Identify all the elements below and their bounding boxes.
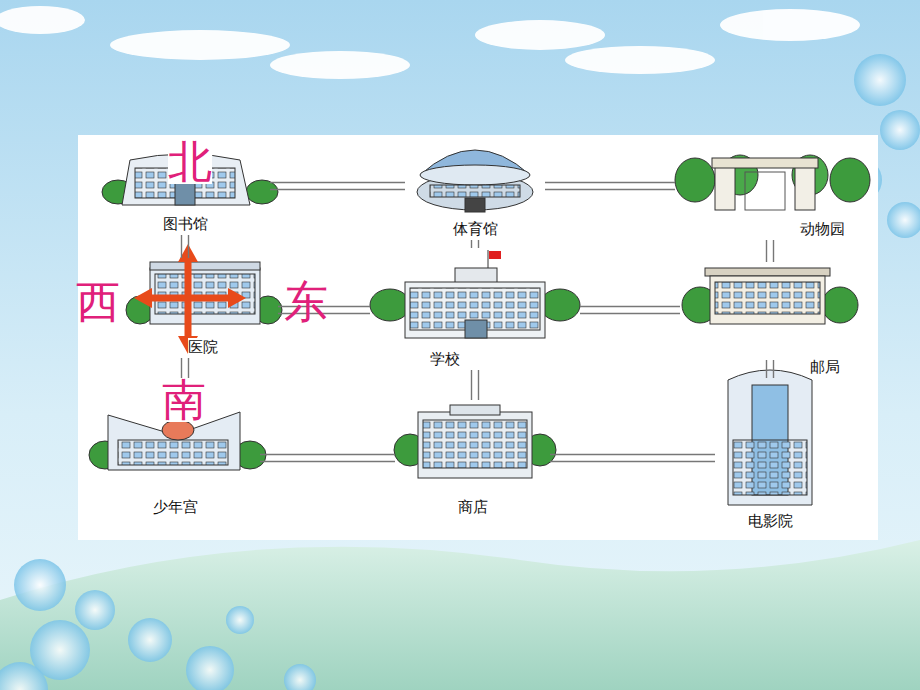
flower: [128, 618, 172, 662]
flower: [75, 590, 115, 630]
zoo-picture: [675, 155, 870, 210]
road-line: [580, 306, 680, 307]
road: [472, 370, 479, 400]
compass-label: 东: [284, 280, 328, 324]
compass-label: 西: [76, 280, 120, 324]
building-node: 动物园: [675, 145, 865, 240]
building-name: 少年宫: [153, 498, 198, 516]
road-line: [766, 360, 767, 378]
road-line: [580, 313, 680, 314]
building-name: 动物园: [800, 220, 845, 238]
road: [472, 240, 479, 248]
road: [767, 360, 774, 378]
road: [545, 183, 675, 190]
road-line: [550, 461, 715, 462]
compass-label: 北: [168, 140, 212, 184]
flower: [14, 559, 66, 611]
road-line: [550, 454, 715, 455]
road: [550, 455, 715, 462]
road-line: [773, 240, 774, 262]
hill: [0, 540, 920, 690]
road-line: [545, 182, 675, 183]
building-name: 电影院: [748, 512, 793, 530]
flower: [0, 662, 48, 690]
compass-label: 南: [162, 378, 206, 422]
building-node: 学校: [370, 248, 580, 370]
road-line: [471, 240, 472, 248]
flower: [284, 664, 316, 690]
road-line: [260, 461, 395, 462]
road-line: [766, 240, 767, 262]
flowers: [0, 54, 920, 690]
post-office-picture: [682, 268, 858, 324]
road: [767, 240, 774, 262]
road-line: [478, 370, 479, 400]
road-line: [181, 235, 182, 258]
road-line: [188, 235, 189, 258]
flower: [854, 54, 906, 106]
road: [270, 183, 405, 190]
flower: [887, 202, 920, 238]
road-line: [270, 182, 405, 183]
road: [580, 307, 680, 314]
school-picture: [370, 250, 580, 338]
building-name: 图书馆: [163, 215, 208, 233]
road-line: [545, 189, 675, 190]
gym-picture: [417, 150, 533, 212]
building-node: 体育馆: [405, 140, 545, 240]
flower: [880, 110, 920, 150]
clouds: [0, 6, 860, 79]
flower: [186, 646, 234, 690]
building-name: 医院: [188, 338, 218, 356]
road-line: [260, 454, 395, 455]
building-name: 学校: [430, 350, 460, 368]
building-name: 邮局: [810, 358, 840, 376]
road-line: [478, 240, 479, 248]
building-name: 体育馆: [453, 220, 498, 238]
shop-picture: [394, 405, 556, 478]
road-line: [270, 189, 405, 190]
road: [260, 455, 395, 462]
building-node: 邮局: [680, 262, 860, 378]
road: [182, 235, 189, 258]
cinema-picture: [728, 370, 812, 505]
map-panel: [78, 135, 878, 540]
building-node: 医院: [128, 258, 278, 358]
road-line: [773, 360, 774, 378]
hospital-picture: [126, 262, 282, 324]
building-node: 商店: [395, 400, 550, 518]
building-name: 商店: [458, 498, 488, 516]
road-line: [471, 370, 472, 400]
building-node: 电影院: [715, 360, 825, 532]
flower: [226, 606, 254, 634]
